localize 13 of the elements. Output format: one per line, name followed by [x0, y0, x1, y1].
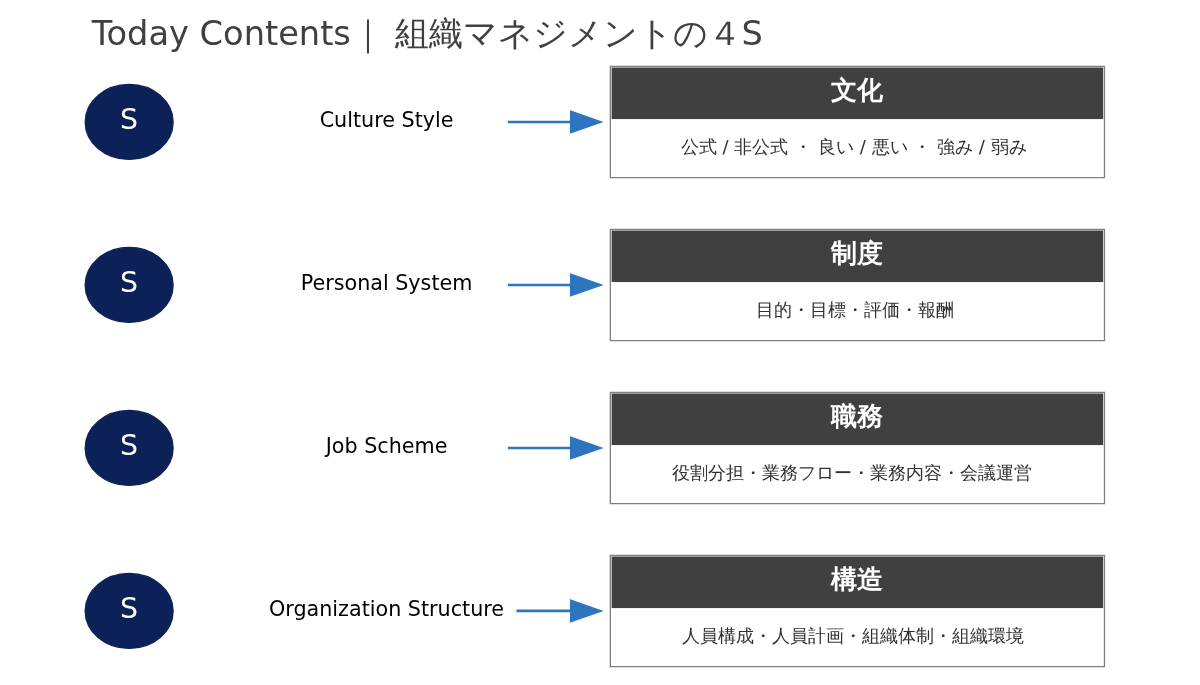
diagram-title: Today Contents｜ 組織マネジメントの４S	[91, 14, 763, 54]
arrow	[507, 273, 604, 297]
node-text: Job Scheme	[325, 433, 448, 458]
node-text: Personal System	[300, 270, 473, 295]
node-text: Culture Style	[319, 107, 454, 132]
node-ellipse: S	[84, 246, 174, 324]
node-ellipse: S	[84, 572, 174, 650]
arrow	[516, 599, 604, 623]
node-ellipse: S	[84, 409, 174, 487]
arrow	[507, 436, 604, 460]
arrow	[507, 110, 604, 134]
node-ellipse: S	[84, 83, 174, 161]
node-text: Organization Structure	[269, 596, 505, 621]
